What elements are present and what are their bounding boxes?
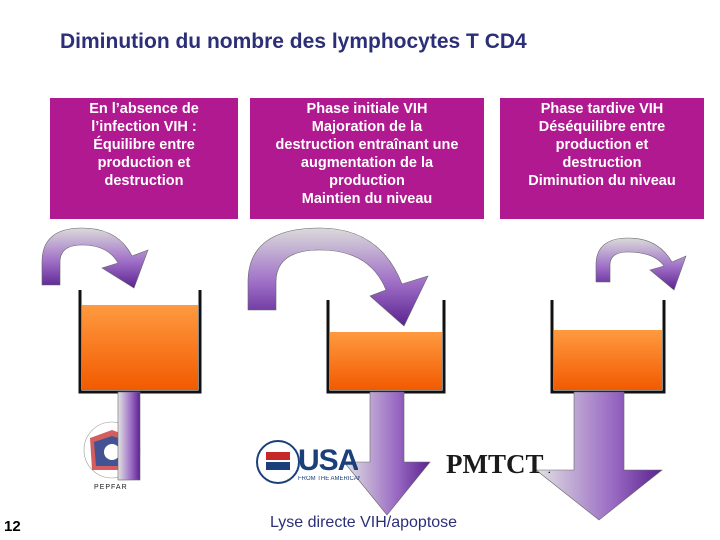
liquid-2 bbox=[330, 332, 442, 390]
phase-box-initial: Phase initiale VIH Majoration de la dest… bbox=[250, 98, 484, 219]
phase-line: Équilibre entre bbox=[93, 137, 195, 153]
pepfar-wordmark: PEPFAR bbox=[94, 484, 128, 491]
phase-line: production bbox=[329, 173, 405, 189]
phase-box-late: Phase tardive VIH Déséquilibre entre pro… bbox=[500, 98, 704, 219]
phase-line: Phase tardive VIH bbox=[540, 101, 664, 117]
inflow-arrow-3 bbox=[595, 237, 687, 291]
phase-line: Diminution du niveau bbox=[528, 173, 676, 189]
liquid-3 bbox=[554, 330, 662, 390]
phase-line: destruction bbox=[104, 173, 184, 189]
bottom-label: Lyse directe VIH/apoptose bbox=[270, 514, 458, 531]
phase-line: Déséquilibre entre bbox=[538, 119, 666, 135]
outflow-arrow-2 bbox=[343, 391, 431, 516]
page-title: Diminution du nombre des lymphocytes T C… bbox=[60, 30, 527, 53]
phase-line: production et bbox=[97, 155, 191, 171]
inflow-arrow-1 bbox=[41, 227, 149, 289]
phase-line: augmentation de la bbox=[300, 155, 434, 171]
phase-line: Maintien du niveau bbox=[301, 191, 433, 207]
phase-line: Phase initiale VIH bbox=[306, 101, 428, 117]
inflow-arrow-2 bbox=[247, 227, 429, 327]
phase-box-absence: En l’absence de l’infection VIH : Équili… bbox=[50, 98, 238, 219]
container-2 bbox=[326, 300, 446, 394]
phase-line: destruction bbox=[562, 155, 642, 171]
phase-line: destruction entraînant une bbox=[275, 137, 459, 153]
usaid-seal bbox=[256, 440, 300, 484]
container-3 bbox=[550, 300, 666, 394]
slide-number: 12 bbox=[4, 518, 21, 535]
liquid-1 bbox=[82, 305, 198, 390]
usaid-wordmark: USAID bbox=[298, 444, 358, 477]
outflow-arrow-1 bbox=[117, 391, 141, 481]
container-1 bbox=[78, 290, 202, 394]
usaid-tagline: FROM THE AMERICAN PEOPLE bbox=[298, 476, 360, 482]
phase-line: En l’absence de bbox=[89, 101, 199, 117]
outflow-arrow-3 bbox=[535, 391, 663, 521]
phase-line: l’infection VIH : bbox=[91, 119, 197, 135]
pmtct-logo-text: PMTCT Ac bbox=[446, 449, 550, 479]
phase-line: production et bbox=[555, 137, 649, 153]
phase-line: Majoration de la bbox=[311, 119, 423, 135]
